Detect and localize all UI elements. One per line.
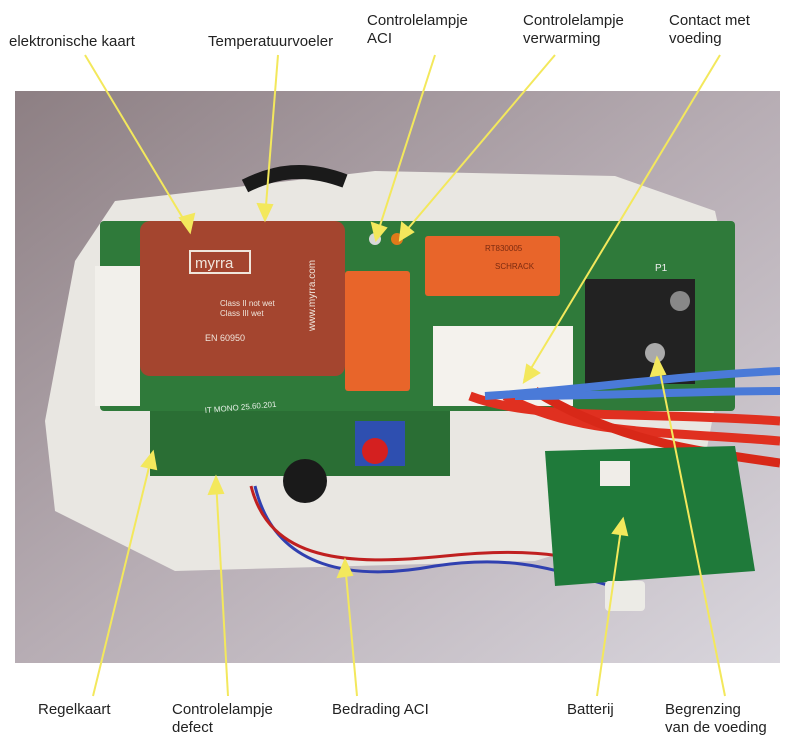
label-temperatuurvoeler: Temperatuurvoeler xyxy=(208,33,334,50)
black-cable xyxy=(241,165,348,193)
terminal-label: P1 xyxy=(655,263,668,274)
label-contact-voeding: Contact met voeding xyxy=(669,12,750,47)
relay-code-text: RT830005 xyxy=(485,244,523,253)
label-controlelampje-verwarming: Controlelampje verwarming xyxy=(523,12,624,47)
label-batterij: Batterij xyxy=(567,701,614,718)
label-controlelampje-defect: Controlelampje defect xyxy=(172,701,273,736)
label-controlelampje-aci: Controlelampje ACI xyxy=(367,12,468,47)
transformer-web-text: www.myrra.com xyxy=(307,260,318,332)
circuit-board-photo: myrra www.myrra.com Class II not wet Cla… xyxy=(15,91,780,663)
label-bedrading-aci: Bedrading ACI xyxy=(332,701,429,718)
battery xyxy=(545,446,755,586)
capacitor xyxy=(283,459,327,503)
label-regelkaart: Regelkaart xyxy=(38,701,111,718)
transformer-norm-text: EN 60950 xyxy=(205,333,245,343)
label-begrenzing-voeding: Begrenzing van de voeding xyxy=(665,701,767,736)
relay-brand-text: SCHRACK xyxy=(495,262,535,271)
led-aci xyxy=(369,233,381,245)
transformer xyxy=(140,221,345,376)
relay-vertical xyxy=(345,271,410,391)
label-elektronische-kaart: elektronische kaart xyxy=(9,33,135,50)
led-verwarming xyxy=(391,233,403,245)
left-connector xyxy=(95,266,140,406)
transformer-class2-text: Class III wet xyxy=(220,309,264,318)
transformer-class1-text: Class II not wet xyxy=(220,299,275,308)
transformer-brand-text: myrra xyxy=(195,255,234,272)
